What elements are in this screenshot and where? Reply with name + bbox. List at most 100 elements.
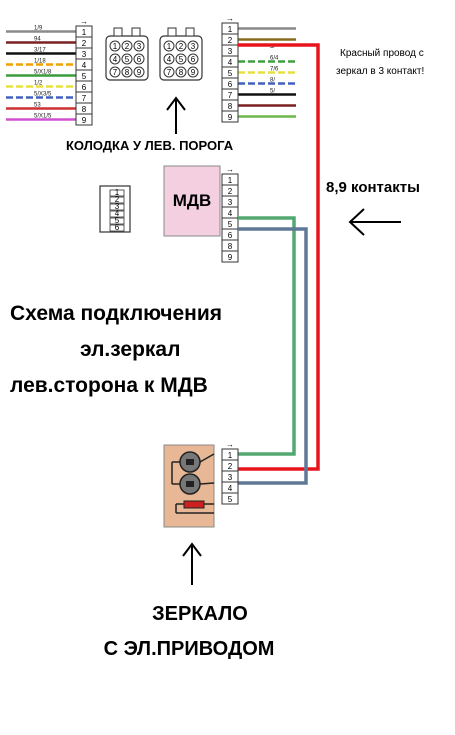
right-wire-code: 5/ xyxy=(270,89,275,95)
side-connector-pin-label: 3 xyxy=(115,202,120,211)
left-arrow-icon xyxy=(348,208,401,236)
mdv-pin-label: 1 xyxy=(228,176,233,185)
side-connector-pin-label: 1 xyxy=(115,188,120,197)
socket-b-pin-label: 3 xyxy=(191,42,196,51)
side-connector-pin-6 xyxy=(109,224,125,232)
right-pin-label: 3 xyxy=(228,47,233,56)
socket-a-pin-3 xyxy=(133,40,145,52)
mdv-block xyxy=(163,165,221,237)
mdv-label: МДВ xyxy=(173,191,212,210)
mdv-pin-label: 9 xyxy=(228,253,233,262)
left-wire-code: 1/2 xyxy=(34,81,43,87)
heater-icon xyxy=(175,500,214,514)
socket-a-pin-label: 1 xyxy=(113,42,118,51)
left-wire-code: 1/9 xyxy=(34,26,43,32)
mdv-pin-label: 2 xyxy=(228,187,233,196)
mdv-pin-label: 6 xyxy=(228,231,233,240)
left-wire-code: 5/X1/5 xyxy=(34,114,52,120)
left-wire-code: 5/X3/5 xyxy=(34,92,52,98)
contacts-label: 8,9 контакты xyxy=(326,179,420,196)
red-wire xyxy=(238,43,320,471)
side-connector-pin-label: 6 xyxy=(115,223,120,232)
socket-a-pin-label: 6 xyxy=(137,55,142,64)
socket-b-pin-7 xyxy=(163,66,175,78)
side-connector-pin-label: 5 xyxy=(115,216,120,225)
mirror-label-line2: С ЭЛ.ПРИВОДОМ xyxy=(104,638,275,660)
right-wire-code: 6/4 xyxy=(270,56,279,62)
mirror-pin-label: 5 xyxy=(228,495,233,504)
socket-b-pin-4 xyxy=(163,53,175,65)
socket-b-pin-5 xyxy=(175,53,187,65)
right-pin-label: 5 xyxy=(228,69,233,78)
socket-b-pin-label: 9 xyxy=(191,68,196,77)
green-wire xyxy=(238,216,296,456)
connection-wires xyxy=(238,43,320,485)
left-pin-label: 4 xyxy=(82,61,87,70)
right-pin-label: 7 xyxy=(228,91,233,100)
right-pin-label: 6 xyxy=(228,80,233,89)
side-connector-pin-1 xyxy=(109,189,125,197)
socket-b-pin-label: 7 xyxy=(167,68,172,77)
mirror-pin-label: 2 xyxy=(228,462,233,471)
mirror-up-arrow-icon xyxy=(182,542,202,585)
mdv-pin-label: 5 xyxy=(228,220,233,229)
title-line2: эл.зеркал xyxy=(80,338,180,361)
red-wire-note-line1: Красный провод с xyxy=(340,48,424,59)
socket-a-pin-9 xyxy=(133,66,145,78)
mdv-pin-label: 3 xyxy=(228,198,233,207)
left-pin-label: 3 xyxy=(82,50,87,59)
socket-a-pin-label: 3 xyxy=(137,42,142,51)
side-connector-pin-3 xyxy=(109,203,125,211)
mirror-label-line1: ЗЕРКАЛО xyxy=(152,603,248,625)
red-wire-note-line2: зеркал в 3 контакт! xyxy=(336,66,424,77)
socket-b-pin-3 xyxy=(187,40,199,52)
socket-b-pin-label: 6 xyxy=(191,55,196,64)
mdv-arrow-icon: → xyxy=(226,165,234,174)
left-pin-label: 8 xyxy=(82,105,87,114)
right-wire-code: 8/ xyxy=(270,78,275,84)
socket-a-pin-label: 7 xyxy=(113,68,118,77)
side-connector-pin-5 xyxy=(109,217,125,225)
left-wire-code: 1/18 xyxy=(34,59,46,65)
left-wire-code: 5/X1/8 xyxy=(34,70,52,76)
left-pin-label: 6 xyxy=(82,83,87,92)
socket-b-pin-label: 2 xyxy=(179,42,184,51)
socket-a-pin-label: 4 xyxy=(113,55,118,64)
up-arrow-icon xyxy=(166,96,186,134)
socket-a-pin-2 xyxy=(121,40,133,52)
mdv-pin-9 xyxy=(221,250,239,263)
right-pin-label: 4 xyxy=(228,58,233,67)
socket-b-pin-label: 5 xyxy=(179,55,184,64)
mirror-pin-label: 3 xyxy=(228,473,233,482)
socket-a-pin-5 xyxy=(121,53,133,65)
socket-b-pin-2 xyxy=(175,40,187,52)
mdv-pin-label: 8 xyxy=(228,242,233,251)
left-pin-label: 5 xyxy=(82,72,87,81)
mirror-arrow-icon: → xyxy=(226,440,234,449)
socket-a-pin-4 xyxy=(109,53,121,65)
socket-a-pin-label: 8 xyxy=(125,68,130,77)
socket-b-latch xyxy=(185,27,195,37)
right-arrow-icon: → xyxy=(226,14,234,23)
mirror-pin-label: 4 xyxy=(228,484,233,493)
right-wire-code: 5/ xyxy=(270,44,275,50)
right-connector-wires: 6/47/68/5/5/ xyxy=(238,27,296,118)
socket-b-pin-label: 1 xyxy=(167,42,172,51)
socket-a-pin-6 xyxy=(133,53,145,65)
socket-b-pin-9 xyxy=(187,66,199,78)
socket-b-pin-label: 4 xyxy=(167,55,172,64)
mirror-motor-2-icon xyxy=(171,462,215,495)
socket-b-pin-1 xyxy=(163,40,175,52)
blue-wire xyxy=(238,227,308,485)
mirror-motor-1-icon xyxy=(172,451,215,473)
socket-a-pin-8 xyxy=(121,66,133,78)
right-pin-9 xyxy=(221,110,239,123)
left-pin-label: 7 xyxy=(82,94,87,103)
title-line1: Схема подключения xyxy=(10,302,222,325)
